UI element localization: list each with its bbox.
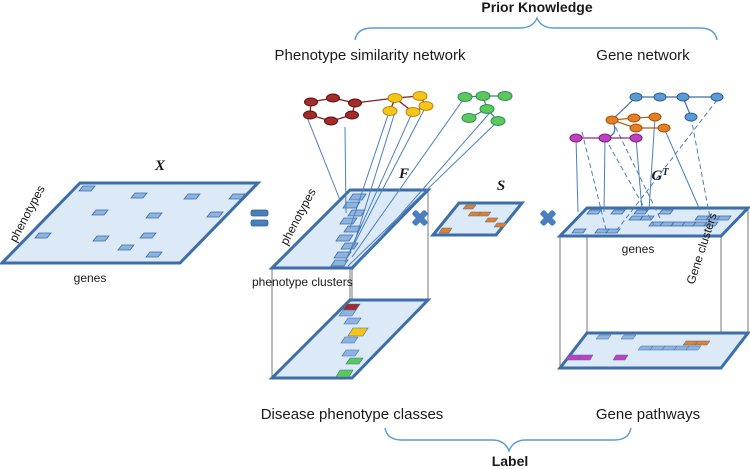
gene-network-links — [575, 99, 718, 231]
genes-axis-label-left: genes — [74, 271, 107, 285]
matrix-x: X phenotypes genes — [0, 158, 262, 285]
matrix-s-cells — [438, 204, 508, 234]
phenotype-network-links — [304, 96, 499, 271]
matrix-gt-top-cells — [571, 209, 732, 234]
multiply-operator-1 — [412, 210, 428, 226]
matrix-gt-bottom-cells — [565, 334, 711, 361]
phenotype-clusters-label: phenotype clusters — [252, 275, 353, 289]
matrix-f-cube: F phenotypes phenotype clusters — [252, 166, 432, 380]
matrix-gt-bottom-plane — [556, 331, 750, 370]
label-brace — [384, 427, 632, 454]
phenotype-similarity-network — [303, 91, 513, 126]
gene-pathways-label: Gene pathways — [596, 406, 700, 423]
genes-axis-label-right: genes — [622, 242, 655, 256]
disease-phenotype-classes-label: Disease phenotype classes — [261, 406, 444, 423]
matrix-s-label: S — [497, 178, 505, 194]
prior-knowledge-brace — [354, 16, 718, 41]
gene-network — [569, 92, 724, 143]
phenotype-similarity-network-label: Phenotype similarity network — [275, 47, 466, 64]
label-title: Label — [492, 453, 529, 469]
matrix-x-label: X — [154, 158, 166, 174]
multiply-operator-2 — [540, 210, 556, 226]
equals-operator — [250, 209, 269, 227]
matrix-x-plane — [0, 181, 262, 265]
matrix-f-label: F — [398, 166, 409, 182]
gene-network-label: Gene network — [596, 47, 690, 64]
prior-knowledge-title: Prior Knowledge — [481, 0, 592, 15]
matrix-x-cells — [34, 185, 246, 258]
matrix-gt-label: GT — [652, 167, 670, 185]
matrix-s: S — [429, 178, 526, 237]
matrix-f-bottom-cells — [335, 303, 369, 378]
matrix-gt-cube: GT genes Gene clusters — [556, 167, 750, 370]
